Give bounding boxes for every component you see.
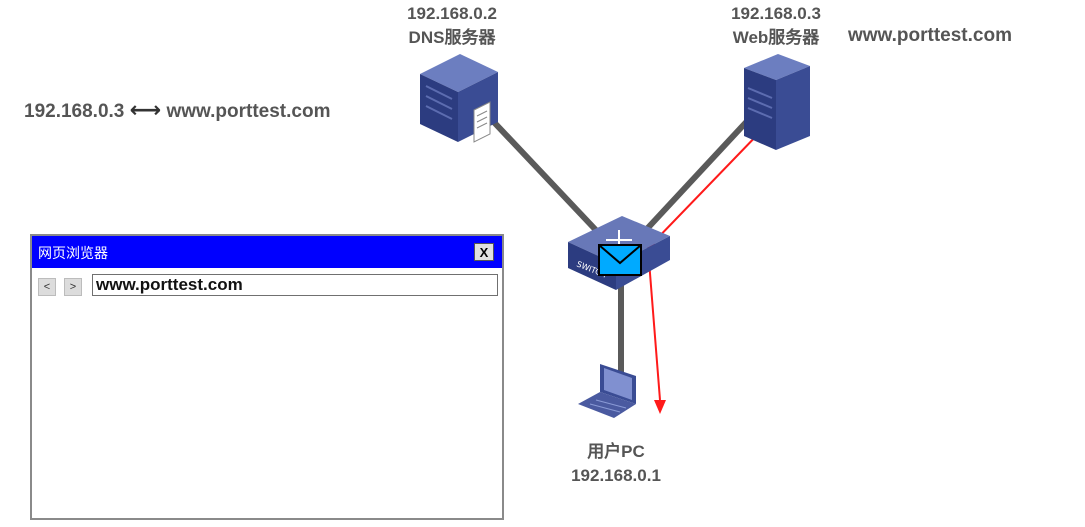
back-button[interactable]: < [38,278,56,296]
address-bar[interactable]: www.porttest.com [92,274,498,296]
web-server-icon [744,54,810,150]
packet-arrow-head-down [654,400,666,414]
browser-window: 网页浏览器 X < > www.porttest.com [30,234,504,520]
dns-record-ip: 192.168.0.3 [24,101,125,122]
switch-icon: SWITCH [568,216,670,290]
browser-title: 网页浏览器 [38,246,108,262]
close-button[interactable]: X [474,243,494,261]
browser-titlebar: 网页浏览器 X [32,236,502,268]
envelope-icon [598,244,642,276]
laptop-icon [578,364,636,418]
user-name-label: 用户PC [587,442,645,461]
double-arrow-icon: ⟷ [129,97,162,122]
dns-switch-link [487,115,613,248]
user-ip-label: 192.168.0.1 [571,466,661,485]
web-ip-label: 192.168.0.3 [731,4,821,23]
dns-record: 192.168.0.3 ⟷ www.porttest.com [24,98,330,124]
dns-record-domain: www.porttest.com [166,101,331,122]
web-name-label: Web服务器 [732,28,820,47]
dns-server-icon [420,54,498,143]
dns-ip-label: 192.168.0.2 [407,4,497,23]
web-switch-link [629,115,753,248]
forward-button[interactable]: > [64,278,82,296]
web-domain-label: www.porttest.com [848,25,1012,46]
dns-name-label: DNS服务器 [408,28,496,47]
